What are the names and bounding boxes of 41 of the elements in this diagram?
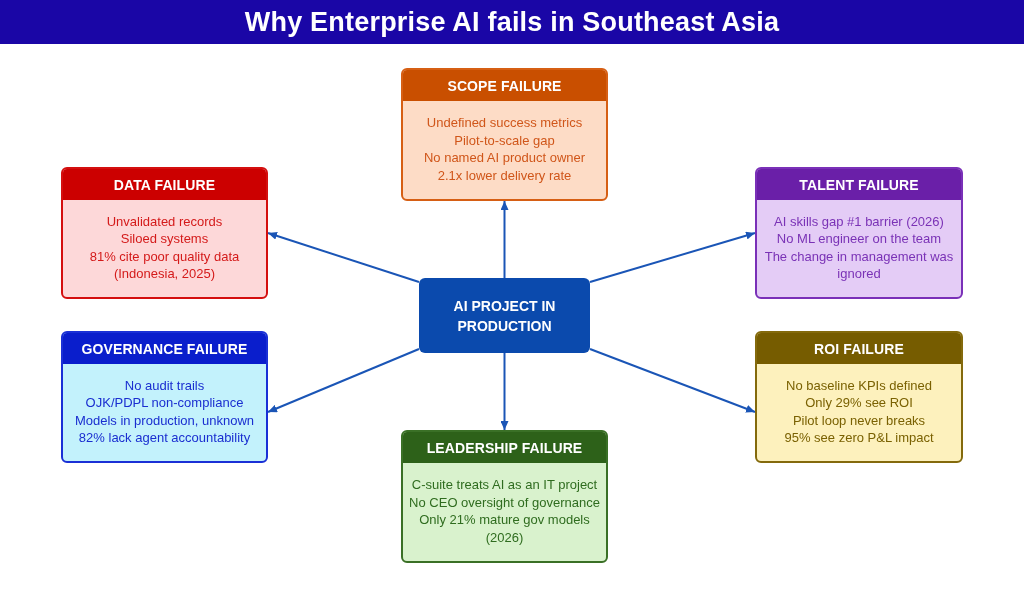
arrow: [589, 231, 756, 283]
card-heading: ROI FAILURE: [757, 333, 961, 364]
arrow: [500, 200, 509, 279]
arrow: [589, 348, 756, 413]
finding-text: Only 21% mature gov models (2026): [418, 511, 591, 546]
finding-text: Models in production, unknown: [74, 411, 255, 429]
finding-text: Only 29% see ROI: [805, 394, 913, 412]
failure-card: [401, 430, 608, 563]
finding-text: OJK/PDPL non-compliance: [85, 394, 244, 412]
finding-text: Pilot-to-scale gap: [454, 131, 555, 149]
finding-text: 82% lack agent accountability: [78, 429, 251, 447]
failure-card: [61, 167, 268, 299]
arrow: [267, 348, 420, 413]
card-heading: DATA FAILURE: [63, 169, 266, 200]
title-banner: Why Enterprise AI fails in Southeast Asia: [0, 0, 1024, 44]
central-node: AI PROJECT IN PRODUCTION: [419, 278, 590, 353]
arrow: [267, 231, 420, 283]
failure-card: [401, 68, 608, 201]
card-heading: GOVERNANCE FAILURE: [63, 333, 266, 364]
failure-card: [61, 331, 268, 463]
card-heading: LEADERSHIP FAILURE: [403, 432, 606, 463]
card-heading: TALENT FAILURE: [757, 169, 961, 200]
finding-text: AI skills gap #1 barrier (2026): [774, 212, 944, 230]
finding-text: 95% see zero P&L impact: [784, 429, 934, 447]
finding-text: No baseline KPIs defined: [786, 376, 932, 394]
finding-text: 81% cite poor quality data (Indonesia, 2025): [88, 247, 241, 283]
finding-text: No named AI product owner: [423, 149, 586, 167]
finding-text: Siloed systems: [120, 230, 209, 248]
finding-text: The change in management was ignored: [763, 247, 955, 283]
failure-card: [755, 331, 963, 463]
finding-text: Undefined success metrics: [426, 114, 583, 132]
failure-card: [755, 167, 963, 299]
finding-text: 2.1x lower delivery rate: [437, 166, 572, 184]
finding-text: Pilot loop never breaks: [792, 411, 926, 429]
finding-text: No ML engineer on the team: [776, 230, 942, 248]
finding-text: Unvalidated records: [106, 212, 223, 230]
arrow: [500, 352, 509, 431]
finding-text: No CEO oversight of governance: [409, 493, 600, 511]
finding-text: C-suite treats AI as an IT project: [411, 476, 598, 494]
finding-text: No audit trails: [124, 376, 205, 394]
card-heading: SCOPE FAILURE: [403, 70, 606, 101]
